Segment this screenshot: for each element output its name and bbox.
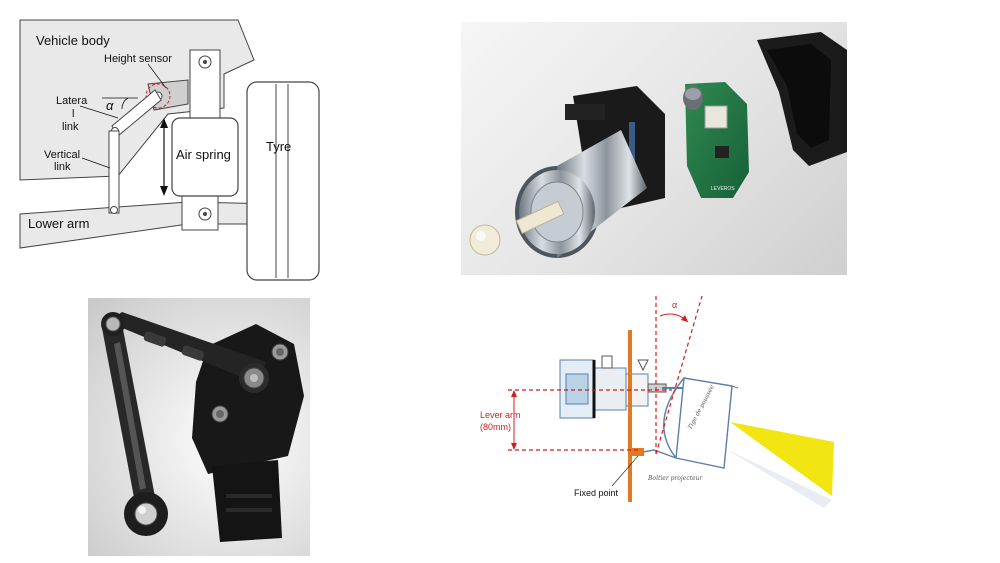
headlamp-diagram: Tige de poussée α Lever arm (80mm) Fixed…	[462, 296, 846, 518]
sensor-svg	[101, 312, 304, 542]
tyre-shape	[246, 81, 320, 281]
orange-bar	[628, 330, 632, 502]
pcb-connector	[704, 105, 728, 129]
lower-ball-joint-icon	[134, 502, 158, 526]
lateral-link-label-2: l	[72, 108, 74, 120]
lateral-link-label-1: Latera	[56, 95, 88, 107]
lower-arm-label: Lower arm	[28, 216, 89, 231]
suspension-svg: α Vehicle body Height sensor Latera l li…	[19, 19, 320, 281]
headlamp-svg: Tige de poussée α Lever arm (80mm) Fixed…	[480, 296, 834, 508]
lever-arrow-up-icon	[511, 390, 517, 397]
angle-label: α	[106, 98, 114, 113]
beam-yellow	[730, 422, 834, 496]
upper-ball-joint-icon	[105, 316, 121, 332]
arrow-up-icon	[160, 118, 168, 128]
tyre-label: Tyre	[266, 139, 291, 154]
air-spring-shape	[171, 117, 239, 197]
lever-arrow-down-icon	[511, 443, 517, 450]
actuator-photo: LEVEROS	[461, 22, 847, 275]
lateral-link-label-3: link	[62, 121, 79, 133]
height-sensor-label: Height sensor	[104, 53, 172, 65]
actuator-svg: LEVEROS	[469, 32, 847, 258]
vertical-link-label-1: Vertical	[44, 149, 80, 161]
suspension-diagram: α Vehicle body Height sensor Latera l li…	[18, 18, 340, 286]
beam-grey	[724, 448, 832, 508]
lever-arm-label-1: Lever arm	[480, 410, 521, 420]
sensor-highlight-circle	[145, 83, 171, 109]
air-spring-label: Air spring	[176, 147, 231, 162]
pcb-chip-text: LEVEROS	[711, 186, 735, 192]
pcb-board	[685, 82, 749, 198]
angle-arrow-icon	[681, 315, 688, 322]
height-sensor-photo	[88, 298, 310, 556]
fixed-point-label: Fixed point	[574, 488, 619, 498]
vertical-link-shape	[108, 130, 120, 214]
arrow-down-icon	[160, 186, 168, 196]
plunger-ball	[469, 224, 501, 256]
housing-label: Boîtier projecteur	[647, 475, 704, 482]
plunger-shaft	[515, 200, 565, 235]
reflector	[675, 377, 733, 469]
sensor-connector	[212, 460, 282, 542]
vertical-link-label-2: link	[54, 161, 71, 173]
vehicle-body-label: Vehicle body	[36, 33, 110, 48]
alpha-label: α	[672, 300, 677, 310]
lever-arm-label-2: (80mm)	[480, 422, 511, 432]
